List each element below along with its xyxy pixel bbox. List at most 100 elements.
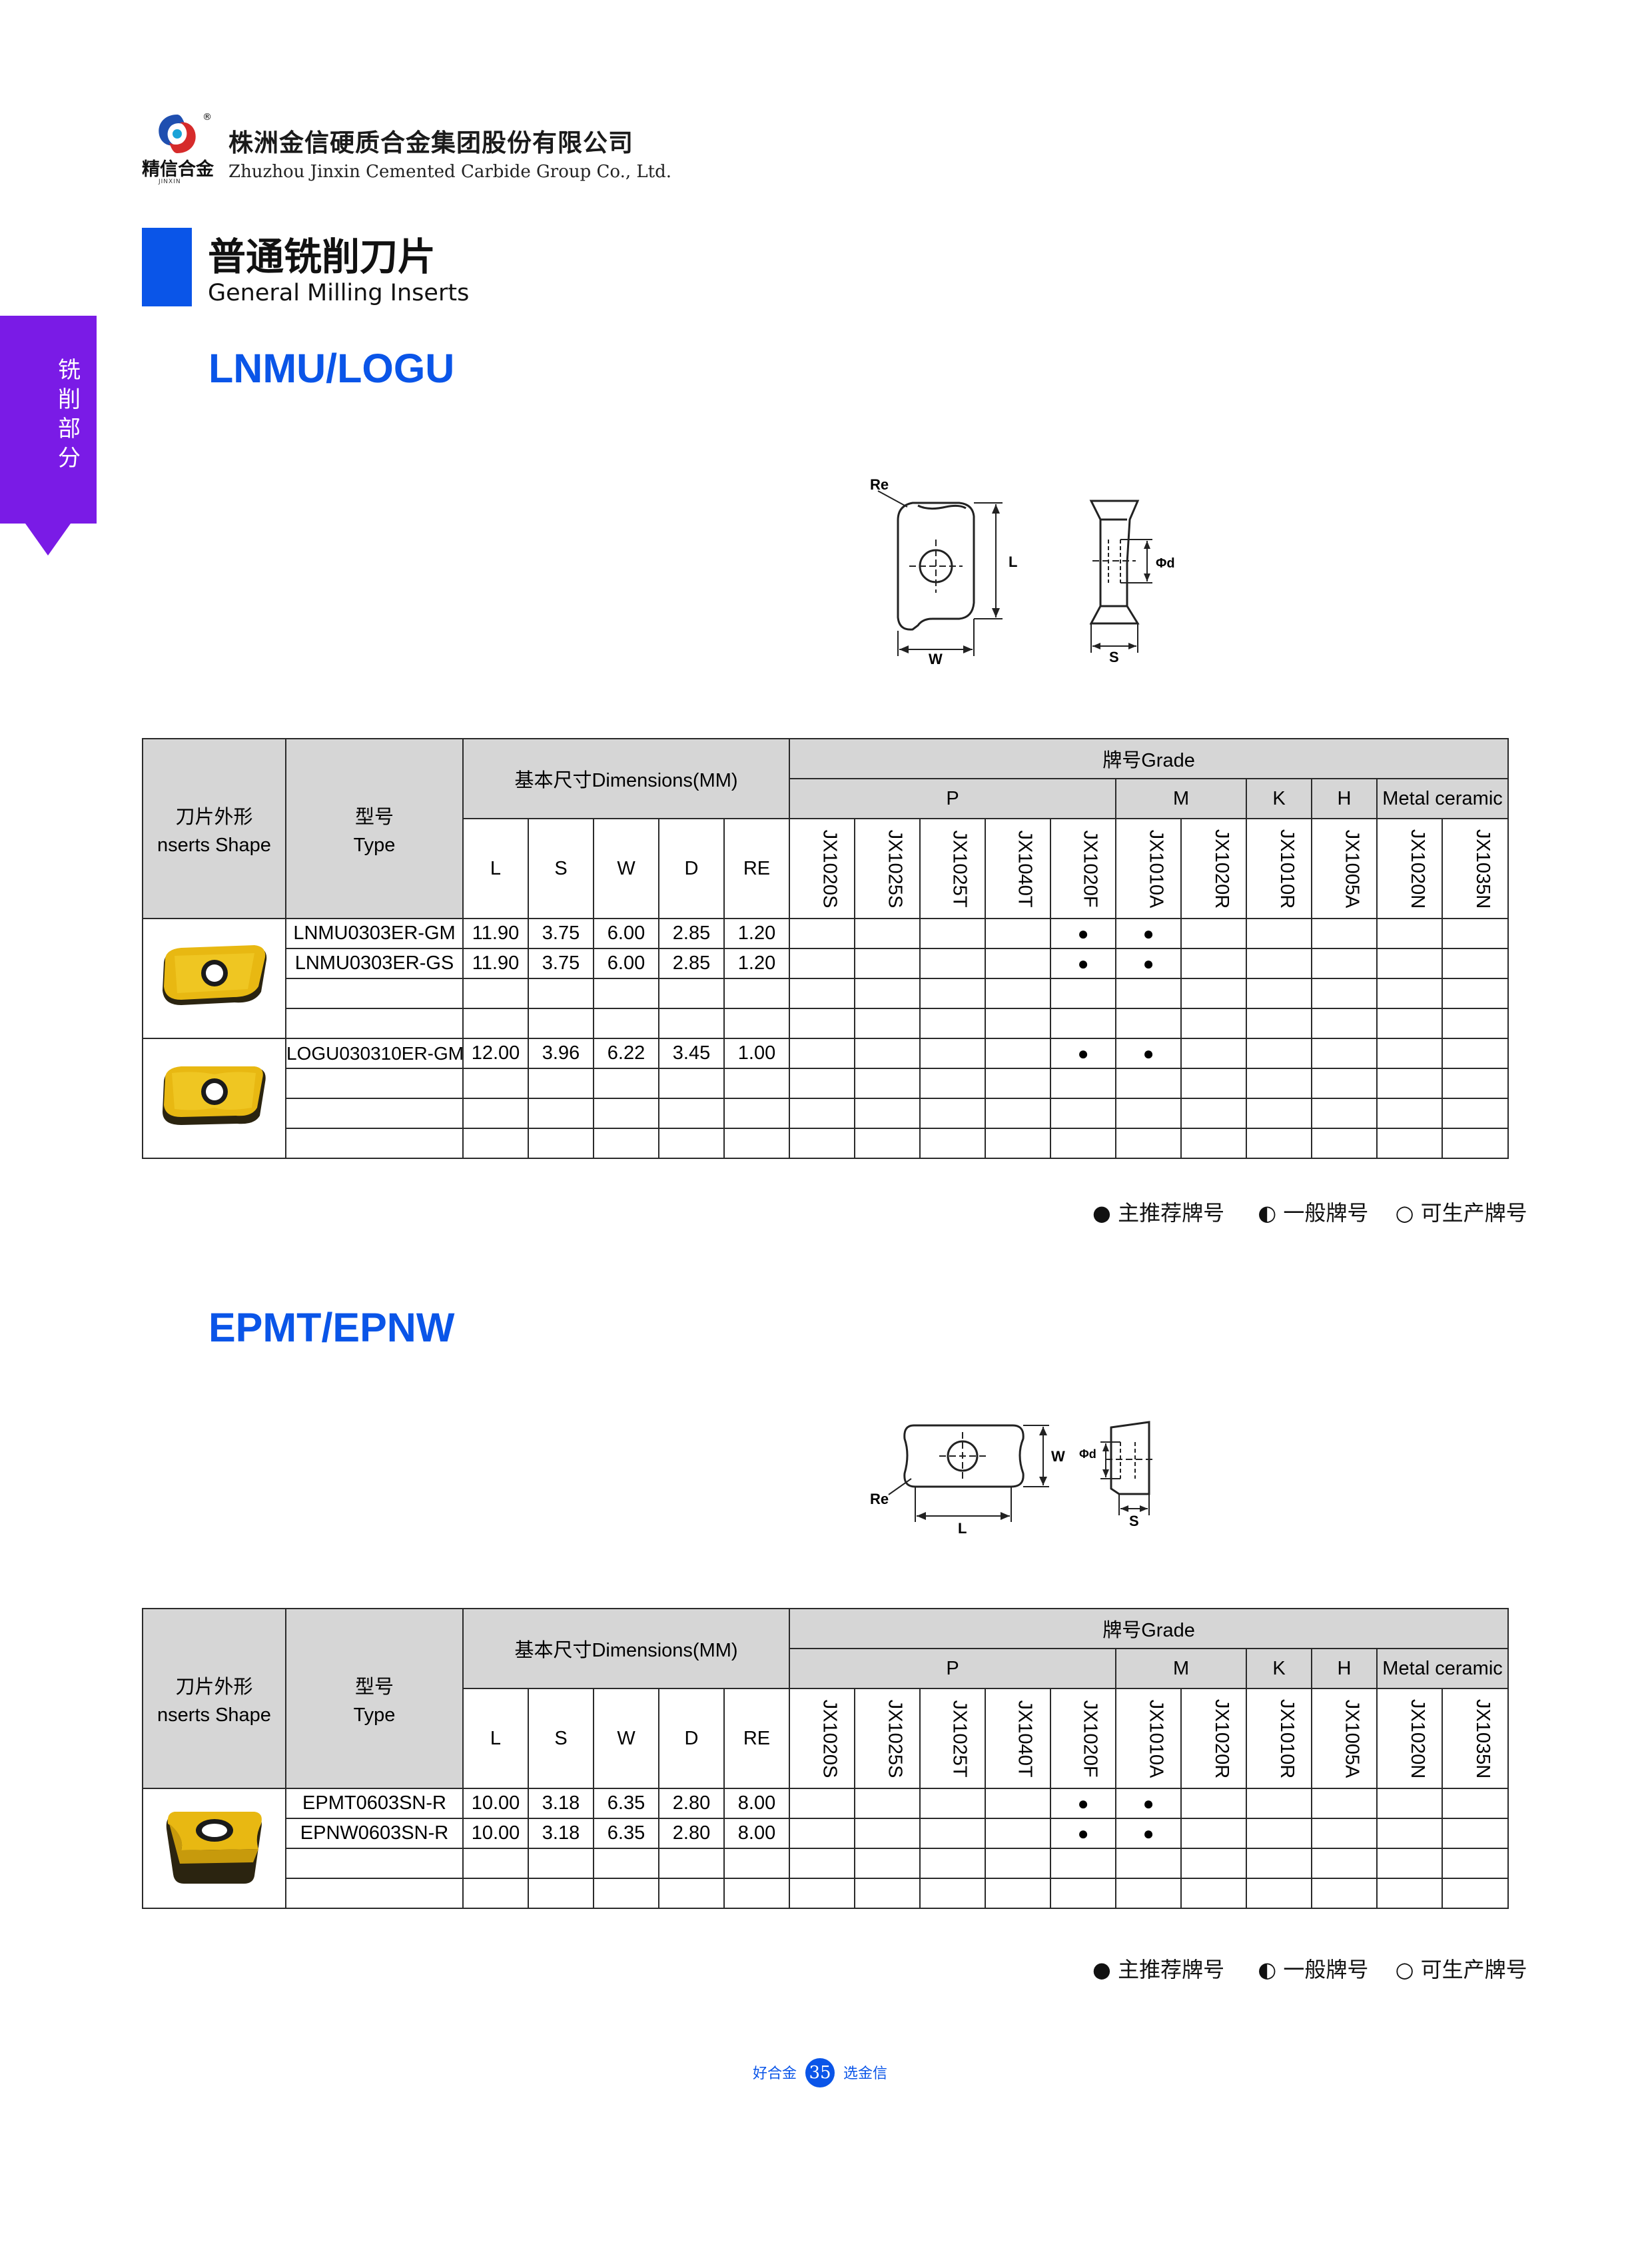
dim-cell: 1.20 [723,948,791,979]
grade-name: JX1020F [1079,829,1101,908]
dim-cell: 3.18 [528,1788,594,1819]
grade-name: JX1020R [1211,829,1233,909]
grade-cell: ● [1050,948,1117,979]
grade-group-m: M [1115,1648,1248,1689]
dim-col-d: D [658,818,725,919]
drawing-label-d: Φd [1079,1447,1096,1461]
dim-cell: 3.75 [528,948,594,979]
shape-label-en: nserts Shape [157,834,271,856]
grade-group-k: K [1246,778,1313,819]
product-title: LNMU/LOGU [208,346,455,391]
insert-shape-cell [142,918,286,1039]
grade-name: JX1010R [1276,829,1298,909]
grade-cell [1376,1788,1444,1819]
company-name-en: Zhuzhou Jinxin Cemented Carbide Group Co… [228,162,672,182]
grade-cell [1442,918,1509,949]
table-row: LNMU0303ER-GM 11.90 3.75 6.00 2.85 1.20 … [142,918,1509,1039]
grade-col: JX1005A [1311,818,1378,919]
grade-cell: ● [1115,1788,1182,1819]
lnmu-top-view-drawing: Re L W [870,476,1017,666]
grade-group-h: H [1311,778,1378,819]
grade-cell [1311,1818,1378,1849]
logu-insert-image [162,1066,266,1125]
grade-cell [854,1038,921,1069]
dim-col-l: L [462,1688,529,1789]
product-title: EPMT/EPNW [208,1305,455,1350]
lnmu-insert-image [162,945,266,1005]
shape-label-en: nserts Shape [157,1704,271,1726]
grade-cell [1311,1038,1378,1069]
grade-name: JX1025T [949,829,971,908]
grade-cell [985,948,1052,979]
insert-shape-cell [142,1788,286,1909]
dim-cell: 10.00 [462,1788,529,1819]
drawing-label-d: Φd [1156,556,1175,571]
shape-label-cn: 刀片外形 [175,806,253,828]
grade-name: JX1025S [884,1699,906,1778]
side-tab-milling[interactable]: 铣 削 部 分 [0,316,97,524]
grade-cell: ● [1050,1818,1117,1849]
grade-col: JX1020S [789,1688,856,1789]
type-cell: LNMU0303ER-GS [285,948,464,979]
dim-cell: 11.90 [462,918,529,949]
grade-name: JX1040T [1014,1699,1036,1778]
footer-slogan-right: 选金信 [843,2065,888,2082]
dim-cell: 2.80 [658,1818,725,1849]
drawing-label-re: Re [870,1491,889,1507]
side-tab-pointer [25,524,71,556]
type-label-cn: 型号 [354,1676,394,1698]
grade-cell [854,948,921,979]
grade-cell [919,918,987,949]
type-cell: EPNW0603SN-R [285,1818,464,1849]
grade-name: JX1035N [1472,829,1494,909]
table-row-empty [143,1128,1509,1159]
page-footer: 好合金 35 选金信 [753,2058,887,2087]
grade-cell [1311,918,1378,949]
grade-cell [1311,948,1378,979]
grade-name: JX1010A [1145,829,1167,908]
company-name-cn: 株洲金信硬质合金集团股份有限公司 [228,129,633,157]
insert-shape-cell [142,1038,286,1159]
grade-col: JX1010R [1246,1688,1313,1789]
grade-col: JX1035N [1442,818,1509,919]
type-cell: LNMU0303ER-GM [285,918,464,949]
col-header-shape: 刀片外形 nserts Shape [142,1608,286,1789]
section-title-cn: 普通铣削刀片 [208,235,436,279]
col-header-grade: 牌号Grade [789,1608,1509,1649]
grade-col: JX1040T [985,818,1052,919]
legend-main: ● 主推荐牌号 [1092,1957,1225,1982]
grade-col: JX1010A [1115,1688,1182,1789]
col-header-dimensions: 基本尺寸Dimensions(MM) [462,738,791,819]
grade-name: JX1020R [1211,1698,1233,1778]
grade-col: JX1025T [919,1688,987,1789]
dim-col-s: S [528,818,594,919]
dim-cell: 3.75 [528,918,594,949]
grade-cell [789,918,856,949]
grade-group-p: P [789,778,1117,819]
dim-cell: 6.22 [593,1038,659,1069]
grade-cell: ● [1115,918,1182,949]
table-row: LNMU0303ER-GS 11.90 3.75 6.00 2.85 1.20 … [143,948,1509,979]
dim-cell: 8.00 [723,1788,791,1819]
page-number: 35 [805,2058,835,2087]
grade-name: JX1025T [949,1699,971,1778]
grade-col: JX1020N [1376,818,1444,919]
grade-cell [854,1818,921,1849]
grade-col: JX1020S [789,818,856,919]
grade-cell [1180,1038,1248,1069]
table-row-empty [143,1008,1509,1039]
grade-name: JX1035N [1472,1698,1494,1778]
legend-general: ◐ 一般牌号 [1258,1200,1369,1226]
dim-cell: 3.96 [528,1038,594,1069]
epmt-side-view-drawing: Φd S [1079,1421,1154,1529]
table-row-empty [143,1848,1509,1879]
grade-name: JX1020F [1079,1699,1101,1778]
grade-cell [1376,918,1444,949]
table-row-empty [143,978,1509,1009]
dim-cell: 6.35 [593,1788,659,1819]
grade-cell [1246,1038,1313,1069]
grade-group-k: K [1246,1648,1313,1689]
dim-col-d: D [658,1688,725,1789]
dim-cell: 1.20 [723,918,791,949]
grade-cell [1246,948,1313,979]
